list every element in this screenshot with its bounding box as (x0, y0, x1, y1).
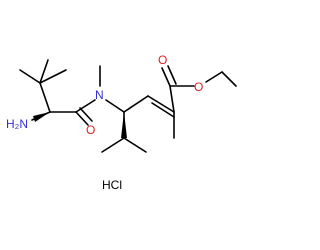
bond-tbu-c-to-methyl-top (39, 59, 49, 84)
bond-isopropyl-to-methyl-left (101, 137, 125, 153)
ester-ether-oxygen-label: O (194, 80, 203, 94)
stereo-wedges (33, 112, 127, 138)
bond-alkene-c-to-ester-c-main (169, 85, 175, 113)
bond-alpha-c-to-amine-wedge (33, 112, 50, 122)
bond-isopropyl-to-methyl-right (123, 137, 147, 153)
bond-n-to-chiral-c (105, 99, 125, 113)
bond-tbu-c-to-alpha-c (39, 82, 51, 113)
bond-ethyl-ch2-to-ch3 (221, 71, 237, 87)
ester-carbonyl-oxygen-label: O (158, 53, 167, 67)
bond-ester-c-o-2 (167, 65, 177, 85)
bond-alkene-2 (151, 102, 175, 118)
bond-amide-c-o-2 (79, 107, 93, 122)
bond-tbu-c-to-methyl-right (39, 69, 67, 84)
bond-tbu-c-to-methyl-left (19, 69, 41, 84)
bond-ester-c-o-1 (161, 67, 171, 87)
amide-nitrogen-label: N (95, 88, 104, 102)
atom-labels: H₂N O N O O (6, 53, 203, 137)
amide-oxygen-label: O (86, 123, 95, 137)
structure-canvas: H₂N O N O O HCl (6, 53, 237, 192)
bond-amide-c-to-n (75, 99, 96, 113)
amine-label: H₂N (6, 117, 28, 131)
bond-alkene-1 (147, 95, 175, 113)
salt-label: HCl (102, 178, 122, 192)
bond-chiral-c-to-alkene-ch (123, 95, 149, 113)
bond-amide-c-o-1 (75, 111, 89, 126)
bond-o-to-ethyl-ch2 (205, 71, 223, 83)
bond-chiral-c-to-isopropyl-wedge (121, 112, 127, 138)
bonds (19, 59, 237, 153)
molecule-diagram: H₂N O N O O HCl (6, 53, 237, 192)
